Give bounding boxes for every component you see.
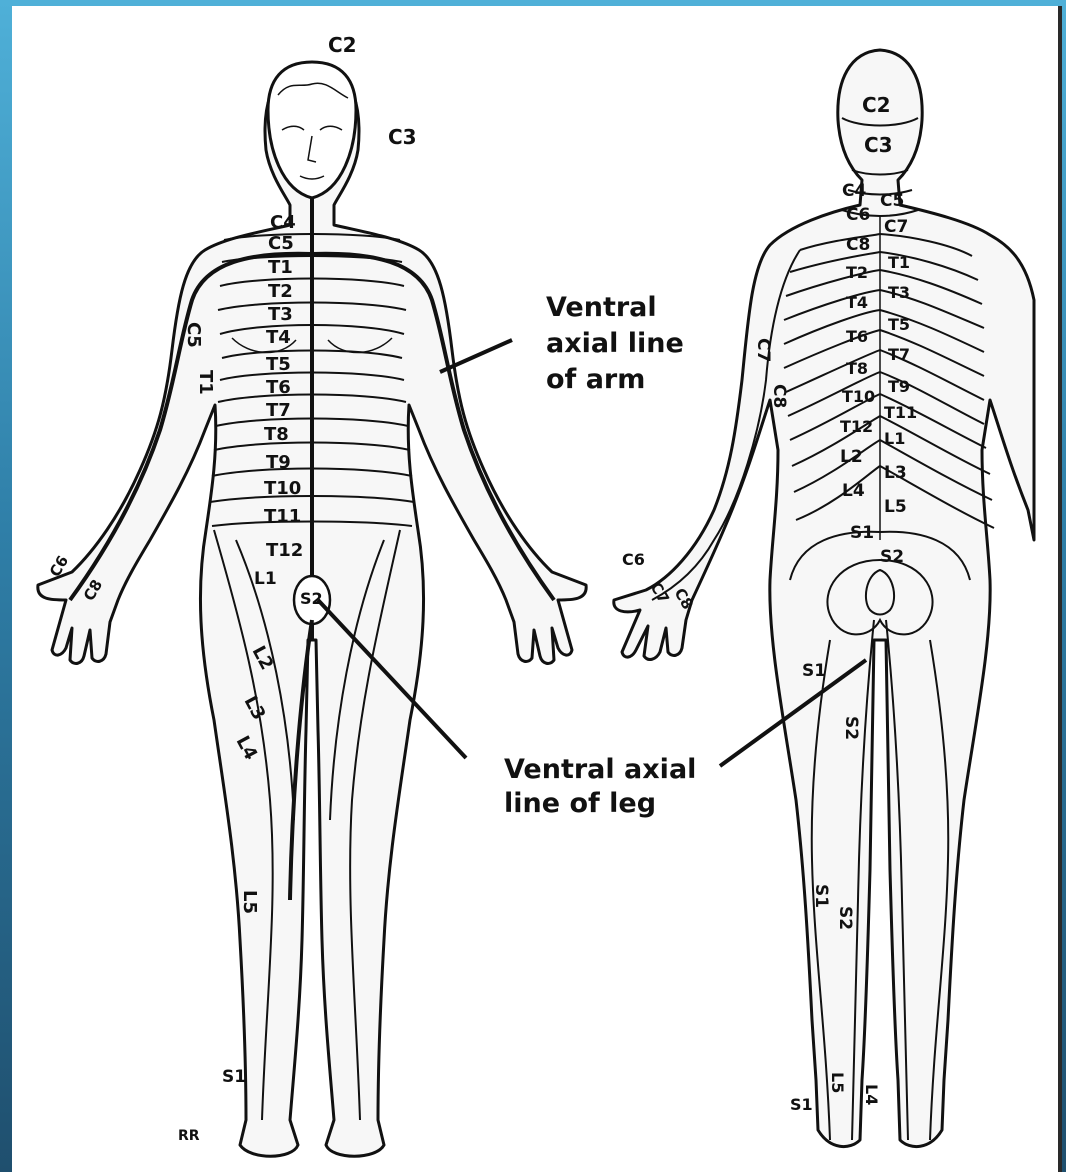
back-label-t5: T5 — [888, 315, 910, 334]
back-label-t2: T2 — [846, 263, 868, 282]
back-label-t7: T7 — [888, 345, 910, 364]
back-label-t9: T9 — [888, 377, 910, 396]
back-figure: C2 C3 C4 C5 C6 C7 C8 T1 T2 T3 T4 T5 T6 T… — [614, 50, 1034, 1147]
front-arm-label-t1: T1 — [195, 370, 216, 395]
back-leg-label-s2: S2 — [841, 716, 861, 740]
front-label-t6: T6 — [266, 377, 291, 398]
front-label-t8: T8 — [264, 424, 289, 445]
arm-caption: Ventral axial line of arm — [546, 292, 684, 395]
front-label-t7: T7 — [266, 400, 291, 421]
arm-caption-line3: of arm — [546, 364, 645, 395]
back-label-t10: T10 — [842, 387, 875, 406]
back-label-t8: T8 — [846, 359, 868, 378]
back-label-c2: C2 — [862, 93, 891, 117]
back-label-l1: L1 — [884, 429, 905, 448]
back-arm-label-c8: C8 — [769, 384, 789, 408]
back-label-t1: T1 — [888, 253, 910, 272]
front-label-t5: T5 — [266, 354, 291, 375]
front-label-s1: S1 — [222, 1067, 246, 1087]
back-foot-label-l4: L4 — [862, 1084, 881, 1105]
artist-signature: RR — [178, 1128, 200, 1144]
back-label-t12: T12 — [840, 417, 873, 436]
front-arm-label-c5: C5 — [183, 322, 204, 348]
back-label-c3: C3 — [864, 133, 893, 157]
back-arm-label-c7: C7 — [753, 338, 773, 362]
front-label-t9: T9 — [266, 452, 291, 473]
back-label-s1: S1 — [850, 523, 874, 543]
front-label-t10: T10 — [264, 478, 301, 499]
back-hand-label-c6: C6 — [622, 550, 645, 569]
back-label-l3: L3 — [884, 463, 907, 483]
leg-caption: Ventral axial line of leg — [504, 754, 696, 819]
front-label-c3: C3 — [388, 125, 417, 149]
front-label-c5: C5 — [268, 233, 294, 254]
leg-caption-line1: Ventral axial — [504, 754, 696, 785]
back-label-t6: T6 — [846, 327, 868, 346]
back-label-c5: C5 — [880, 191, 904, 211]
back-label-l2: L2 — [840, 447, 863, 467]
back-label-c7: C7 — [884, 217, 908, 237]
back-label-c4: C4 — [842, 181, 866, 201]
front-label-c4: C4 — [270, 212, 296, 233]
back-foot-label-l5: L5 — [828, 1072, 847, 1093]
front-label-l1: L1 — [254, 569, 277, 589]
arm-caption-line1: Ventral — [546, 292, 657, 323]
back-label-c6: C6 — [846, 205, 870, 225]
back-label-l5: L5 — [884, 497, 907, 517]
front-label-t12: T12 — [266, 540, 303, 561]
front-label-t11: T11 — [264, 506, 301, 527]
front-figure: C2 C3 C4 C5 T1 T2 T3 T4 T5 T6 T7 T8 T9 T… — [38, 33, 586, 1156]
leg-caption-line2: line of leg — [504, 788, 656, 819]
front-label-t1: T1 — [268, 257, 293, 278]
front-label-s2: S2 — [300, 589, 323, 608]
back-label-l4: L4 — [842, 481, 865, 501]
front-label-l5: L5 — [239, 890, 260, 914]
back-label-t11: T11 — [884, 403, 917, 422]
back-label-t3: T3 — [888, 283, 910, 302]
back-label-c8: C8 — [846, 235, 870, 255]
front-label-t2: T2 — [268, 281, 293, 302]
back-label-s2: S2 — [880, 547, 904, 567]
back-leg-label-s2b: S2 — [835, 906, 855, 930]
front-label-t4: T4 — [266, 327, 291, 348]
back-label-t4: T4 — [846, 293, 868, 312]
front-label-t3: T3 — [268, 304, 293, 325]
front-label-c2: C2 — [328, 33, 357, 57]
back-foot-label-s1: S1 — [790, 1095, 813, 1114]
arm-caption-line2: axial line — [546, 328, 684, 359]
back-leg-label-s1: S1 — [802, 661, 826, 681]
back-leg-label-s1b: S1 — [811, 884, 831, 908]
